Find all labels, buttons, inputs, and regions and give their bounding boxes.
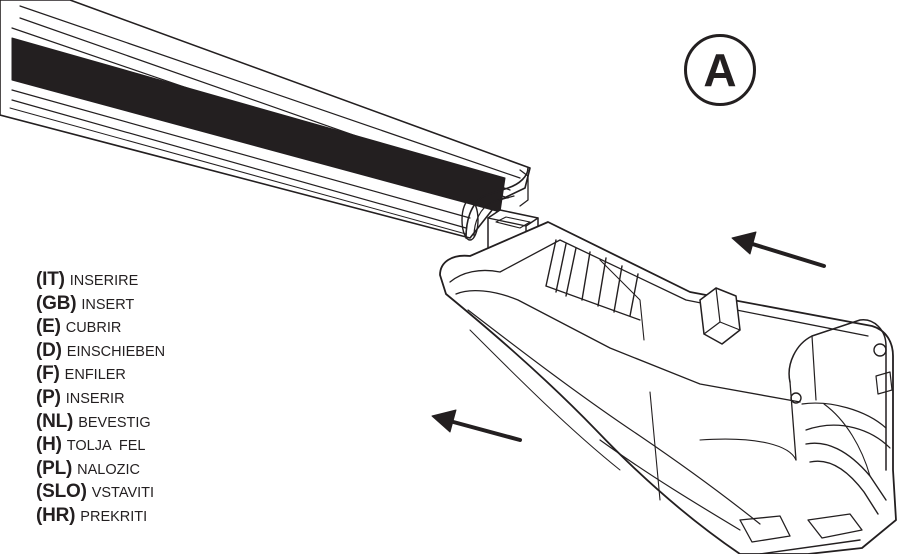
arrow-right-upper	[731, 231, 826, 268]
language-code: (D)	[36, 339, 62, 361]
legend-item: (PL)NALOZIC	[36, 457, 165, 481]
language-code: (PL)	[36, 457, 73, 479]
instruction-legend: (IT)INSERIRE (GB)INSERT (E)CUBRIR (D)EIN…	[36, 268, 165, 528]
instruction-word: NALOZIC	[77, 461, 140, 478]
legend-item: (NL)BEVESTIG	[36, 410, 165, 434]
language-code: (E)	[36, 316, 61, 338]
legend-item: (F)ENFILER	[36, 362, 165, 386]
arrow-left-lower	[431, 409, 522, 442]
legend-item: (GB)INSERT	[36, 292, 165, 316]
language-code: (SLO)	[36, 481, 87, 503]
legend-item: (D)EINSCHIEBEN	[36, 339, 165, 363]
language-code: (IT)	[36, 269, 65, 290]
instruction-word: EINSCHIEBEN	[66, 343, 166, 360]
instruction-word: INSERIRE	[69, 273, 139, 289]
instruction-word: ENFILER	[64, 367, 126, 384]
step-letter: A	[703, 44, 737, 96]
instruction-word: INSERIR	[65, 390, 125, 407]
language-code: (H)	[36, 434, 62, 456]
instruction-word: VSTAVITI	[91, 485, 155, 502]
roof-bar	[0, 0, 531, 241]
instruction-word: PREKRITI	[80, 508, 148, 525]
language-code: (GB)	[36, 292, 77, 314]
step-badge: A	[684, 34, 756, 106]
instruction-word: TOLJA FEL	[66, 438, 146, 455]
legend-item: (SLO)VSTAVITI	[36, 480, 165, 504]
legend-item: (H)TOLJA FEL	[36, 433, 165, 457]
instruction-word: BEVESTIG	[78, 414, 151, 431]
language-code: (NL)	[36, 410, 74, 432]
instruction-word: INSERT	[81, 296, 135, 313]
language-code: (HR)	[36, 504, 76, 526]
legend-item: (E)CUBRIR	[36, 315, 165, 339]
instruction-word: CUBRIR	[65, 320, 122, 337]
language-code: (P)	[36, 386, 61, 408]
language-code: (F)	[36, 363, 60, 385]
legend-item: (P)INSERIR	[36, 386, 165, 410]
legend-item: (HR)PREKRITI	[36, 504, 165, 528]
legend-item: (IT)INSERIRE	[36, 268, 165, 292]
foot-housing	[439, 221, 897, 554]
